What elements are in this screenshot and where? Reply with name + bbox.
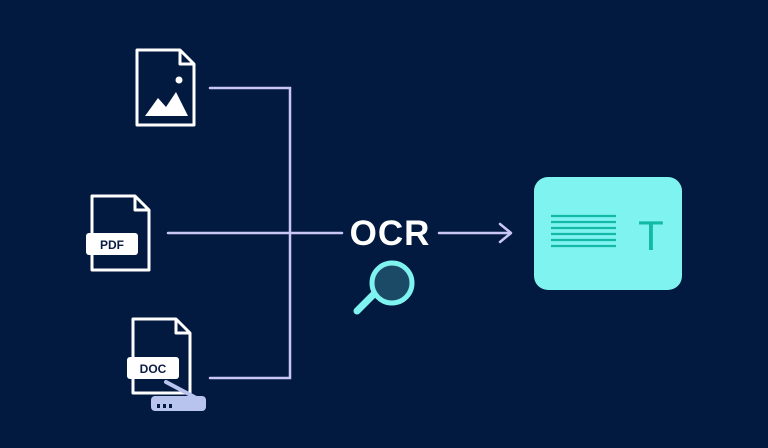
arrow-right-icon	[437, 222, 513, 244]
connector-image	[208, 86, 292, 235]
pdf-badge-label: PDF	[100, 238, 124, 252]
text-document-icon: T	[534, 177, 682, 290]
scanner-icon	[151, 380, 206, 411]
doc-badge-label: DOC	[140, 362, 167, 376]
pdf-file-icon: PDF	[86, 194, 151, 272]
text-lines	[551, 214, 616, 248]
output-text-glyph: T	[638, 212, 664, 259]
connector-doc	[208, 231, 292, 380]
magnifier-icon	[353, 260, 415, 315]
image-file-icon	[135, 48, 196, 127]
connector-lines	[166, 86, 344, 380]
doc-file-icon: DOC	[127, 317, 192, 395]
ocr-label: OCR	[349, 214, 431, 253]
